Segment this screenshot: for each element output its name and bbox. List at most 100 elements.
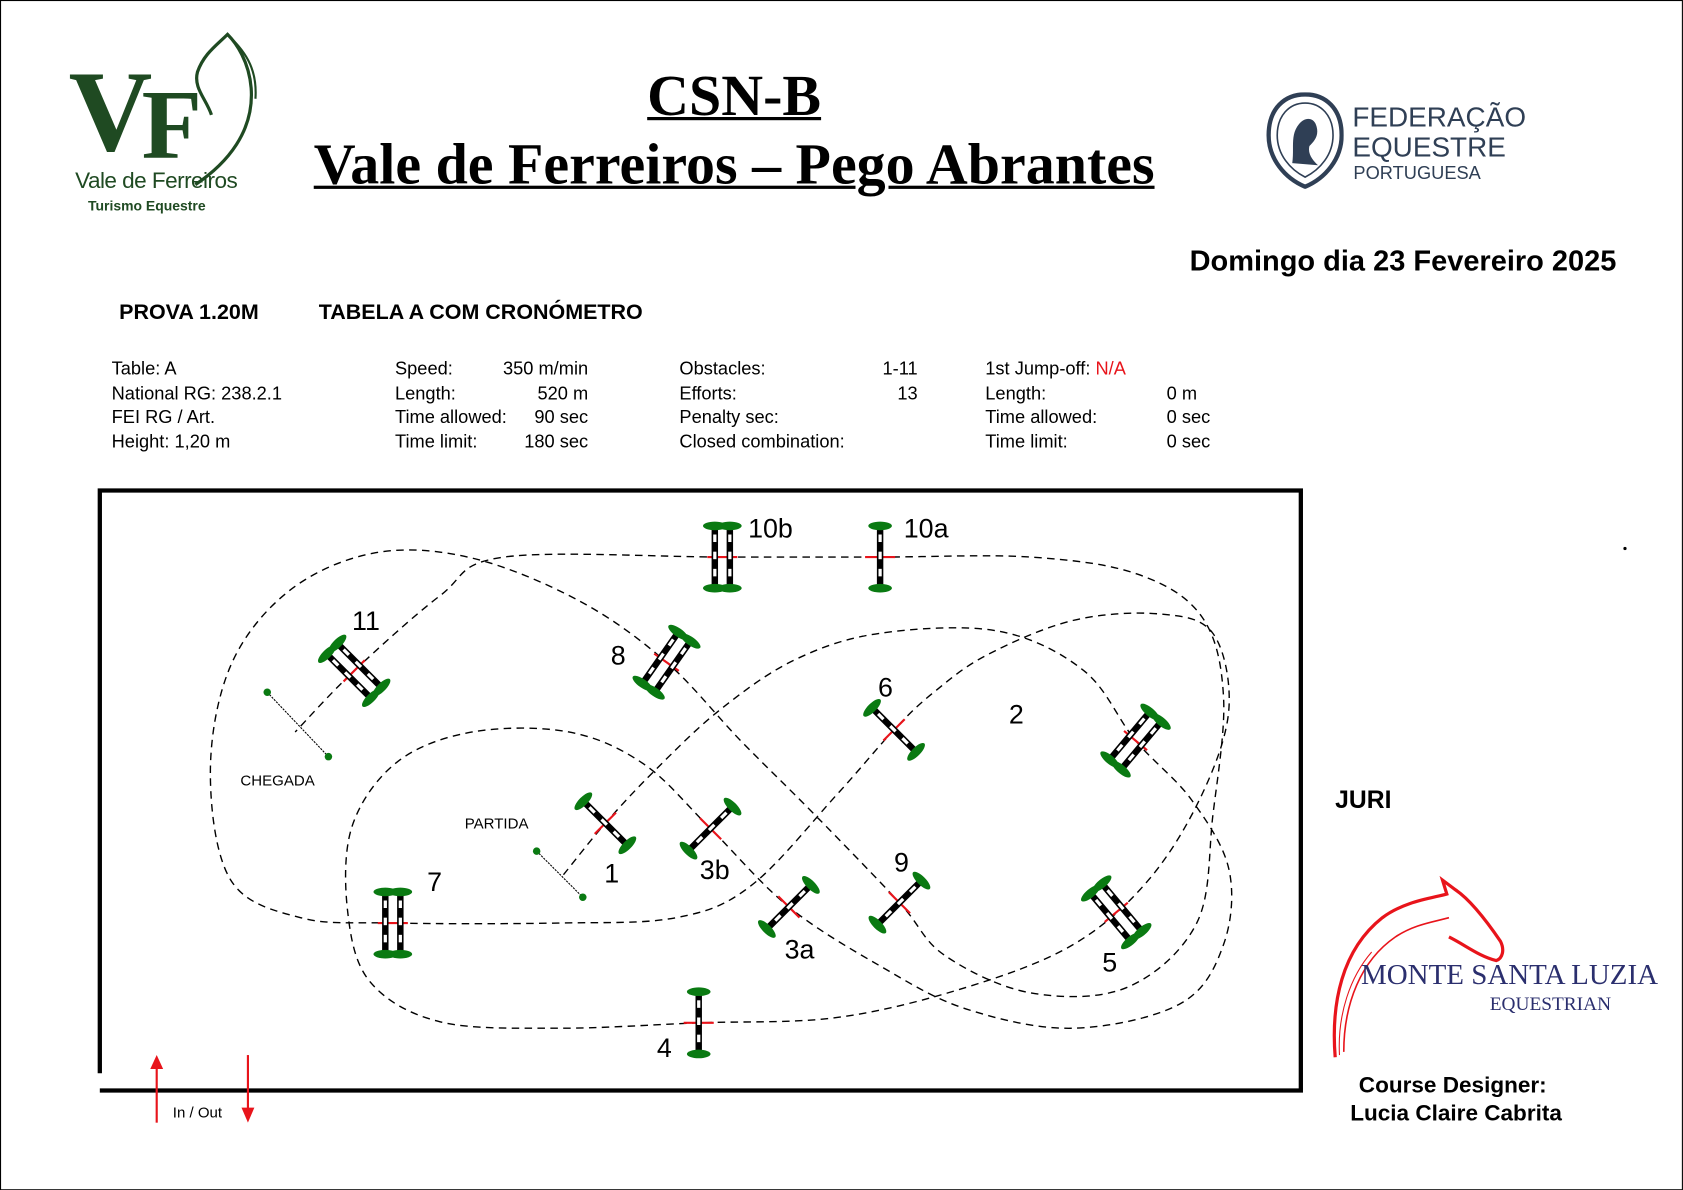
info-value: N/A <box>1095 358 1126 379</box>
fep-logo: FEDERAÇÃO EQUESTRE PORTUGUESA <box>1266 92 1545 189</box>
sponsor-sub: EQUESTRIAN <box>1489 992 1612 1015</box>
arena-boundary <box>97 488 1303 1093</box>
info-label: Obstacles: <box>679 358 766 379</box>
start-line <box>532 847 587 902</box>
fep-line2: EQUESTRE <box>1352 130 1506 164</box>
obstacle-7 <box>373 887 413 959</box>
page-title-code: CSN-B <box>647 63 822 128</box>
fep-line1: FEDERAÇÃO <box>1352 100 1527 134</box>
info-height: Height: 1,20 m <box>111 430 231 452</box>
obstacle-number-2: 2 <box>1008 699 1024 730</box>
info-row: Obstacles: 1-11 <box>679 357 917 381</box>
obstacle-number-4: 4 <box>656 1033 672 1064</box>
obstacle-1 <box>574 792 637 855</box>
obstacle-8 <box>632 624 701 700</box>
obstacle-6 <box>863 698 925 761</box>
obstacle-4 <box>683 987 714 1059</box>
info-col-obstacles: Obstacles: 1-11 Efforts: 13 Penalty sec: C… <box>679 357 917 454</box>
info-national-rg: National RG: 238.2.1 <box>111 382 283 404</box>
info-fei-rg: FEI RG / Art. <box>111 406 216 428</box>
sponsor-name: MONTE SANTA LUZIA <box>1360 958 1659 991</box>
info-label: Efforts: <box>679 382 737 404</box>
info-row: Time limit: 0 sec <box>985 430 1221 454</box>
info-value: 13 <box>897 382 918 404</box>
arrow-up-icon <box>150 1055 164 1070</box>
info-value: 0 sec <box>1166 406 1211 428</box>
obstacle-2 <box>1100 703 1171 778</box>
info-label: Penalty sec: <box>679 406 779 428</box>
obstacle-number-5: 5 <box>1102 947 1118 978</box>
info-value: 520 m <box>537 382 589 404</box>
info-value: 0 m <box>1166 382 1198 404</box>
svg-text:F: F <box>142 71 202 180</box>
info-row: 1st Jump-off: N/A <box>985 357 1221 381</box>
info-label: Speed: <box>394 358 453 379</box>
info-table: Table: A <box>111 358 177 379</box>
fep-seal-icon <box>1266 92 1344 189</box>
info-value: 180 sec <box>524 430 589 452</box>
obstacle-number-7: 7 <box>427 867 443 898</box>
fep-line3: PORTUGUESA <box>1353 163 1481 184</box>
obstacle-number-11: 11 <box>352 606 380 637</box>
juri-label: JURI <box>1335 785 1392 814</box>
course-route <box>209 549 1233 1029</box>
class-height: PROVA 1.20M <box>119 300 259 325</box>
obstacle-11 <box>317 634 391 708</box>
obstacle-3b <box>679 797 742 860</box>
info-value: 90 sec <box>534 406 589 428</box>
vale-de-ferreiros-logo: V F Vale de Ferreiros Turismo Equestre <box>67 24 271 223</box>
page-title-venue: Vale de Ferreiros – Pego Abrantes <box>313 132 1155 197</box>
monte-santa-luzia-logo: MONTE SANTA LUZIA EQUESTRIAN <box>1329 875 1658 1063</box>
finish-label: CHEGADA <box>240 771 315 789</box>
info-label: Length: <box>985 382 1047 404</box>
red-horse-logo-icon <box>1332 875 1505 1058</box>
info-col-jumpoff: 1st Jump-off: N/A Length: 0 m Time allowe… <box>985 357 1221 454</box>
info-row: Penalty sec: <box>679 406 917 430</box>
info-row: Time allowed: 90 sec <box>395 406 588 430</box>
info-label: Length: <box>394 382 456 404</box>
info-label: 1st Jump-off: <box>985 358 1091 379</box>
obstacle-number-3b: 3b <box>699 855 730 886</box>
info-row: Speed: 350 m/min <box>395 357 588 381</box>
obstacle-9 <box>868 871 931 934</box>
obstacle-number-6: 6 <box>877 672 893 704</box>
obstacle-number-3a: 3a <box>784 934 815 965</box>
info-value: 1-11 <box>882 358 918 379</box>
in-out-arrows <box>150 1055 255 1123</box>
svg-text:V: V <box>69 48 153 176</box>
event-date: Domingo dia 23 Fevereiro 2025 <box>1189 244 1617 277</box>
info-row: Time allowed: 0 sec <box>985 406 1221 430</box>
obstacle-5 <box>1081 875 1152 950</box>
info-row: Length: 0 m <box>985 382 1221 406</box>
start-label: PARTIDA <box>464 814 529 832</box>
info-label: Time limit: <box>394 430 478 452</box>
info-row: Time limit: 180 sec <box>395 430 588 454</box>
finish-line <box>263 688 333 761</box>
info-row: Closed combination: <box>679 430 917 454</box>
info-label: Time limit: <box>985 430 1068 452</box>
info-label: Time allowed: <box>394 406 507 428</box>
obstacle-10b <box>703 521 742 593</box>
logo-name: Vale de Ferreiros <box>75 168 238 194</box>
designer-name: Lucia Claire Cabrita <box>1350 1101 1562 1126</box>
obstacle-number-8: 8 <box>610 640 626 671</box>
info-value: 350 m/min <box>502 358 589 379</box>
obstacle-number-10a: 10a <box>903 514 949 545</box>
logo-tagline: Turismo Equestre <box>88 197 206 214</box>
class-table: TABELA A COM CRONÓMETRO <box>318 300 643 325</box>
dot-mark <box>1623 546 1627 551</box>
horse-head-logo-icon: V F <box>69 32 257 186</box>
obstacle-number-1: 1 <box>604 858 620 889</box>
obstacles-layer <box>263 521 1171 1059</box>
info-value: 0 sec <box>1166 430 1211 452</box>
obstacle-10a <box>865 521 896 593</box>
in-out-label: In / Out <box>172 1103 223 1121</box>
info-label: Closed combination: <box>679 430 845 452</box>
info-col-speed: Speed: 350 m/min Length: 520 m Time allowe… <box>395 357 588 454</box>
info-label: Time allowed: <box>985 406 1098 428</box>
info-row: Length: 520 m <box>395 382 588 406</box>
obstacle-number-10b: 10b <box>748 514 793 545</box>
info-col-general: Table: A National RG: 238.2.1 FEI RG / A… <box>112 357 282 454</box>
